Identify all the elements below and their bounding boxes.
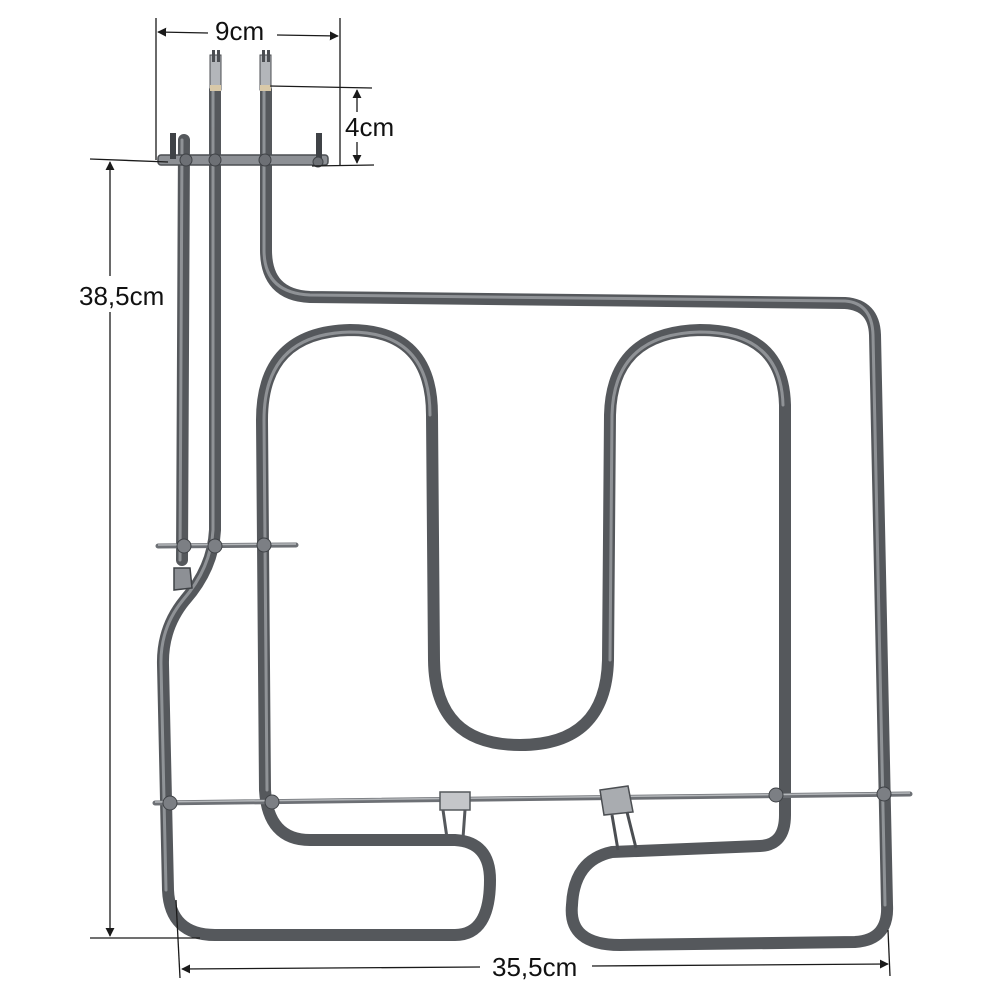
total-width-label: 35,5cm	[486, 954, 584, 980]
lower-cross-bar	[152, 785, 913, 851]
dimension-lines	[89, 18, 891, 979]
terminal-spacing-label: 9cm	[211, 18, 269, 44]
total-height-label: 38,5cm	[77, 281, 167, 311]
heating-tube	[156, 84, 894, 951]
left-clip	[439, 791, 471, 839]
terminal-connectors	[173, 50, 272, 591]
right-clip	[599, 785, 638, 851]
upper-cross-bar	[155, 537, 299, 554]
terminal-height-label: 4cm	[345, 112, 395, 142]
terminal-bracket	[157, 133, 329, 168]
